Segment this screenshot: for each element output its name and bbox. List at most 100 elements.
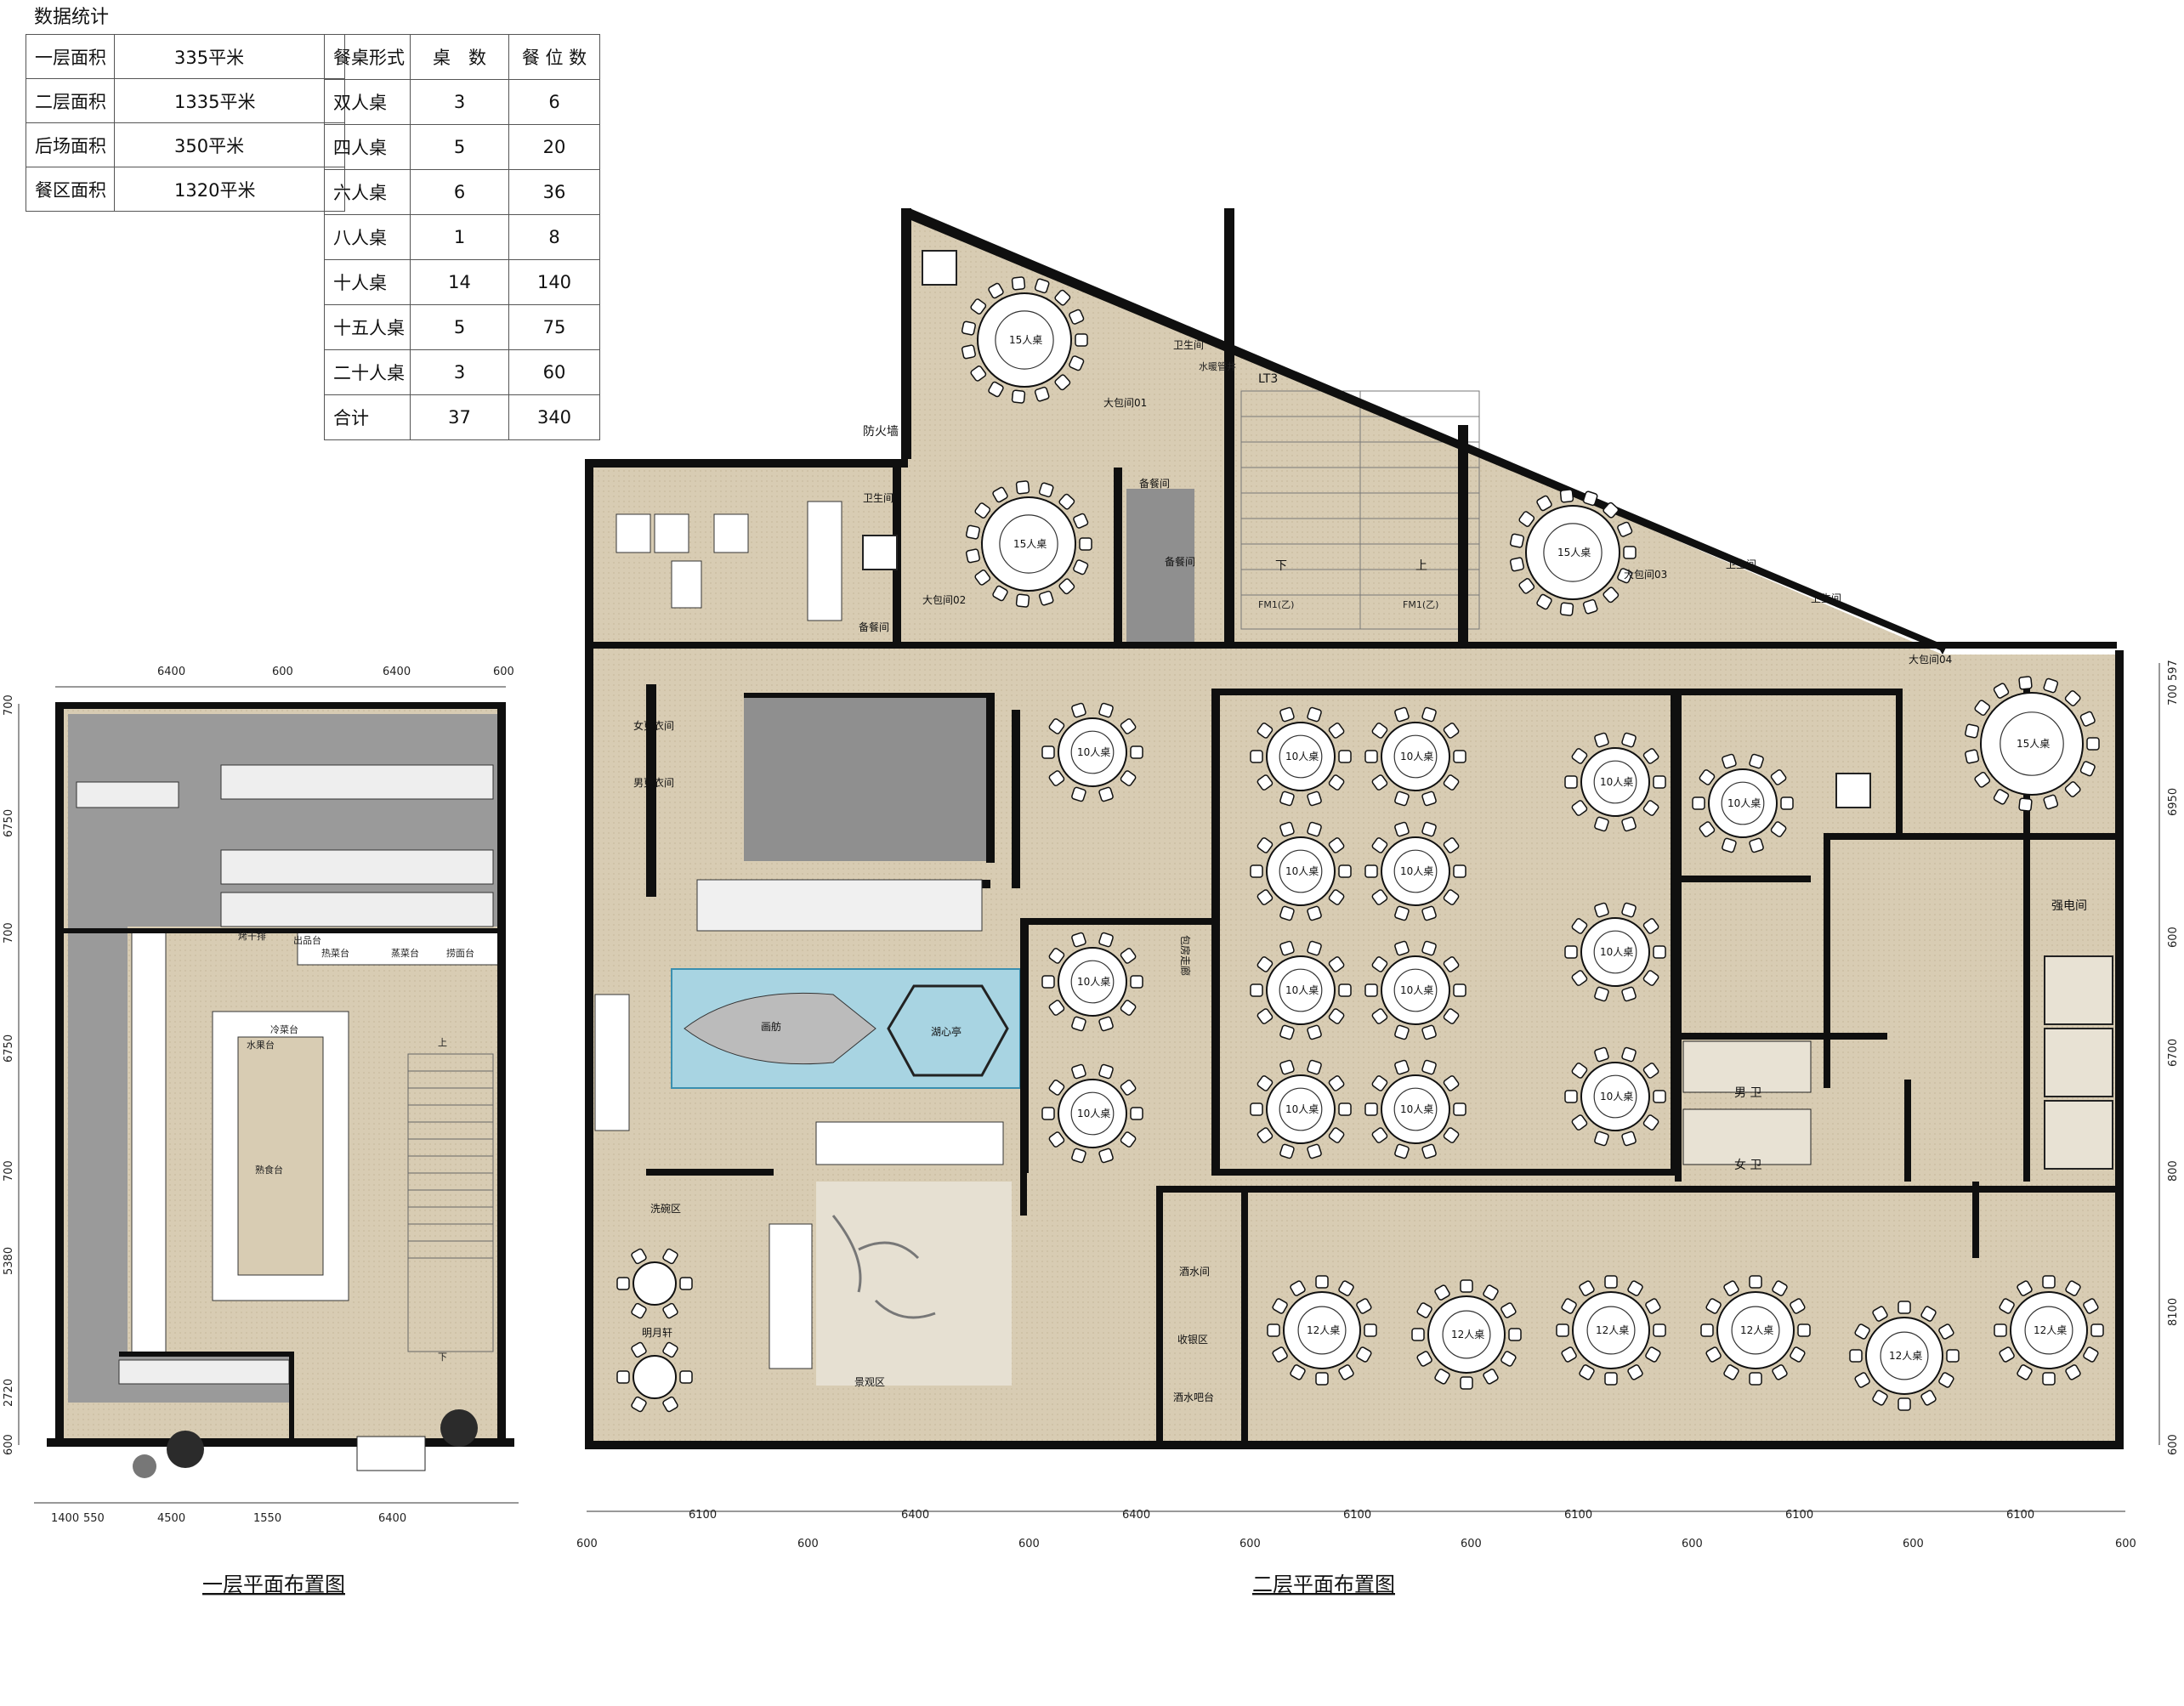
- chair: [1571, 1114, 1588, 1131]
- chair: [2043, 794, 2059, 810]
- plan1-label: 捞面台: [446, 947, 474, 959]
- chair: [1642, 1114, 1659, 1131]
- chair: [1071, 1063, 1086, 1080]
- table-label: 10人桌: [1727, 797, 1761, 809]
- chair: [1790, 1298, 1806, 1314]
- chair: [1279, 1059, 1295, 1075]
- chair: [1938, 1323, 1954, 1340]
- chair: [1015, 593, 1030, 608]
- round-table: 10人桌: [1364, 940, 1466, 1040]
- chair: [1069, 309, 1085, 325]
- chair: [616, 1370, 630, 1384]
- chair: [631, 1248, 647, 1265]
- chair: [1315, 1372, 1329, 1386]
- table-label: 10人桌: [1285, 751, 1319, 762]
- chair: [1421, 940, 1437, 956]
- plan1-dim-top: 6400: [157, 666, 185, 678]
- plan1-label: 下: [438, 1352, 447, 1363]
- chair: [1993, 683, 2010, 699]
- chair: [1048, 1080, 1065, 1096]
- table-top: [1058, 717, 1127, 787]
- dim-mark: 600: [1239, 1538, 1261, 1550]
- seat-tables: 14: [410, 259, 509, 305]
- header-tables: 桌 数: [410, 34, 509, 80]
- lazy-susan: [2024, 1306, 2073, 1355]
- round-table: 12人桌: [1700, 1275, 1811, 1386]
- seat-seats: 140: [508, 259, 600, 305]
- chair: [1999, 1298, 2015, 1314]
- chair: [1653, 945, 1666, 959]
- chair: [1071, 702, 1086, 718]
- chair: [1509, 533, 1524, 548]
- plan1-label: 热菜台: [321, 947, 349, 959]
- plan1-dim-top: 600: [272, 666, 293, 678]
- chair: [1621, 732, 1637, 748]
- chair: [662, 1302, 678, 1319]
- table-label: 15人桌: [1009, 334, 1042, 346]
- chair: [1394, 1059, 1410, 1075]
- chair: [1770, 769, 1787, 785]
- chair: [1872, 1306, 1888, 1322]
- chair: [988, 381, 1004, 398]
- chair: [1604, 1275, 1618, 1289]
- chair: [1536, 593, 1552, 610]
- round-table: 10人桌: [1041, 932, 1143, 1032]
- lazy-susan: [999, 514, 1058, 574]
- table-top: [1580, 747, 1650, 817]
- chair: [1749, 753, 1764, 769]
- table-label: 12人桌: [1596, 1324, 1629, 1336]
- seat-form: 十人桌: [324, 259, 411, 305]
- chair: [2017, 1364, 2033, 1380]
- chair: [1627, 1364, 1643, 1380]
- area-value: 1320平米: [114, 167, 345, 212]
- plan2: 15人桌15人桌15人桌15人桌10人桌10人桌10人桌10人桌10人桌10人桌…: [576, 208, 2180, 1596]
- chair: [1443, 1075, 1460, 1091]
- chair: [1749, 1372, 1762, 1386]
- table-top: [981, 496, 1076, 592]
- chair: [1500, 1351, 1517, 1367]
- chair: [1250, 750, 1263, 763]
- chair: [1772, 1280, 1788, 1296]
- lazy-susan: [1070, 1091, 1115, 1136]
- chair: [1653, 1323, 1666, 1337]
- dim-right: 600: [2167, 1434, 2180, 1455]
- dish-label: 洗碗区: [650, 1202, 681, 1215]
- table-label: 10人桌: [1077, 746, 1110, 758]
- table-top: [1381, 722, 1450, 791]
- chair: [970, 366, 987, 382]
- table-label: 10人桌: [1077, 1108, 1110, 1119]
- table-label: 10人桌: [1600, 946, 1633, 958]
- plan1-dim-bottom: 6400: [378, 1512, 406, 1525]
- seat-seats: 340: [508, 394, 600, 440]
- lazy-susan: [2000, 711, 2064, 776]
- chair: [1250, 983, 1263, 997]
- chair: [1483, 1284, 1499, 1301]
- table-label: 10人桌: [1400, 865, 1433, 877]
- chair: [2086, 737, 2100, 751]
- chair: [1054, 374, 1071, 391]
- round-table: 12人桌: [1411, 1279, 1522, 1390]
- chair: [1556, 1323, 1569, 1337]
- plan1-label: 烤干排: [238, 930, 266, 942]
- dressing-f-label: 女更衣间: [633, 719, 674, 732]
- chair: [1571, 1063, 1588, 1079]
- chair: [1279, 821, 1295, 837]
- lazy-susan: [1593, 1074, 1637, 1119]
- seat-tables: 5: [410, 124, 509, 170]
- plan1-dim-bottom: 550: [83, 1512, 105, 1525]
- plan1: 6400 600 6400 600: [3, 666, 519, 1596]
- dim-right: 6700: [2167, 1039, 2180, 1067]
- chair: [1338, 983, 1352, 997]
- lazy-susan: [995, 310, 1054, 370]
- chair: [1073, 559, 1089, 575]
- chair: [1974, 700, 1991, 717]
- round-table: 10人桌: [1564, 902, 1666, 1002]
- chair: [1594, 986, 1609, 1002]
- wc-label: 卫生间: [1726, 558, 1756, 570]
- dim-mark: 600: [1903, 1538, 1924, 1550]
- stair-up-label: 上: [1415, 559, 1427, 573]
- dim-mark: 600: [2115, 1538, 2136, 1550]
